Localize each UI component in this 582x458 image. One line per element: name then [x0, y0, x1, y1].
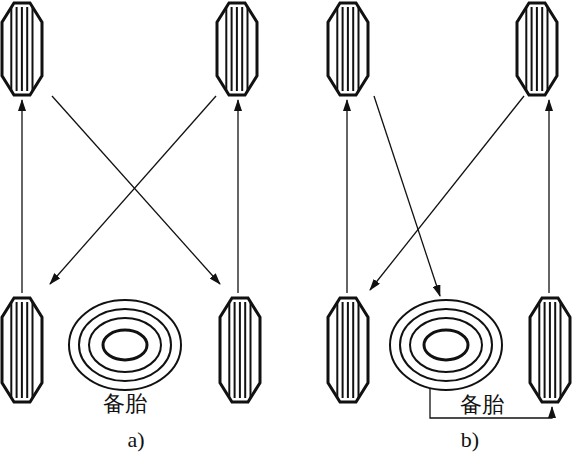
tire [328, 298, 368, 402]
tire-tread [231, 7, 233, 91]
panel-label: b) [461, 428, 479, 452]
tire-tread [241, 7, 243, 91]
tire-tread [342, 302, 344, 398]
tire-tread [247, 7, 249, 91]
tire-tread [228, 302, 230, 398]
rotation-arrows [22, 96, 552, 418]
tire-tread [26, 302, 28, 398]
tire-tread [358, 7, 360, 91]
tire-tread [554, 302, 556, 398]
spare-tire-label: 备胎 [101, 392, 149, 416]
tire-tread [10, 302, 12, 398]
tire [517, 3, 557, 95]
tire-tread [239, 302, 241, 398]
tire-tread [358, 302, 360, 398]
tire-tread [336, 7, 338, 91]
tire [530, 298, 570, 402]
spare-tire-label: 备胎 [458, 393, 506, 417]
tire-tread [236, 7, 238, 91]
tire-tread [225, 7, 227, 91]
tire-tread [544, 302, 546, 398]
tire-tread [536, 7, 538, 91]
tire-tread [21, 302, 23, 398]
tire-tread [21, 7, 23, 91]
tire [2, 298, 42, 402]
spare-label-text: 备胎 [101, 391, 149, 416]
tire-tread [549, 302, 551, 398]
tire-tread [32, 7, 34, 91]
tire-tread [352, 302, 354, 398]
tire-tread [16, 302, 18, 398]
tire-tread [560, 302, 562, 398]
tire-tread [250, 302, 252, 398]
tire-tread [16, 7, 18, 91]
tire-tread [342, 7, 344, 91]
tire-tread [347, 7, 349, 91]
tire-tread [352, 7, 354, 91]
tire-tread [32, 302, 34, 398]
tire [328, 3, 368, 95]
tire-tread [531, 7, 533, 91]
tire-tread [10, 7, 12, 91]
panel-label: a) [127, 428, 144, 452]
tire-tread [547, 7, 549, 91]
tire-tread [244, 302, 246, 398]
spare-label-text: 备胎 [458, 392, 506, 417]
tire-tread [538, 302, 540, 398]
tire-tread [336, 302, 338, 398]
tire [2, 3, 42, 95]
tire-tread [234, 302, 236, 398]
tire-tread [541, 7, 543, 91]
tire-tread [347, 302, 349, 398]
tire-tread [525, 7, 527, 91]
tire [217, 3, 257, 95]
spare-tire [69, 300, 502, 390]
tire [220, 298, 260, 402]
tire-tread [26, 7, 28, 91]
